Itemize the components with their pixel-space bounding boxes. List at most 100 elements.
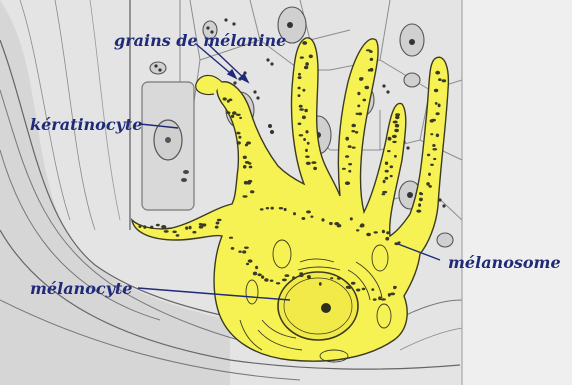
melanosome-granule (357, 105, 360, 108)
melanosome-granule (395, 116, 400, 120)
melanosome-granule (243, 165, 247, 169)
melanosome-granule (293, 212, 296, 215)
melanosome-granule (416, 210, 421, 213)
melanosome-granule (330, 277, 333, 279)
melanosome-granule (172, 231, 176, 234)
melanosome-granule (299, 105, 303, 108)
melanosome-granule (306, 210, 311, 213)
melanosome-granule (436, 112, 440, 115)
melanosome-granule (189, 226, 192, 230)
melanosome-granule (387, 150, 391, 152)
melanosome-granule (385, 162, 388, 165)
melanosome-granule (292, 276, 295, 279)
melanosome-granule (390, 293, 395, 296)
melanosome-granule (394, 155, 397, 158)
melanosome-granule (365, 86, 370, 89)
melanosome-granule (298, 123, 302, 126)
label-grains-de-melanine: grains de mélanine (114, 31, 286, 50)
melanosome-granule (236, 114, 241, 116)
melanosome-granule (242, 250, 246, 253)
melanosome-granule (248, 259, 253, 262)
melanosome-granule (231, 247, 235, 250)
melanosome-granule (264, 278, 268, 281)
melanosome-granule (202, 223, 206, 226)
melanosome-granule (298, 76, 302, 79)
melanosome-granule (245, 161, 250, 164)
melanosome-granule (279, 207, 283, 209)
melanosome-granule (216, 222, 220, 225)
melanosome-granule (374, 231, 378, 233)
melanosome-granule (285, 274, 290, 277)
melanosome-granule (304, 66, 308, 69)
melanosome-granule (356, 113, 359, 115)
melanosome-granule (390, 165, 394, 168)
melanosome-granule (238, 136, 241, 139)
melanosome-granule (238, 251, 241, 253)
melanosome-granule (345, 181, 350, 185)
melanosome-granule (356, 289, 360, 292)
melanosome-granule (302, 41, 307, 45)
melanosome-granule (311, 161, 316, 164)
melanosome-granule (261, 275, 264, 278)
melanosome-granule (305, 62, 309, 66)
melanosome-granule (430, 164, 434, 166)
melanosome-granule (360, 77, 364, 79)
melanosome-granule (192, 231, 196, 234)
melanosome-granule (284, 208, 287, 211)
melanosome-granule (348, 145, 352, 148)
melanosome-granule (299, 272, 303, 274)
melanosome-granule (309, 55, 313, 59)
melanosome-granule (185, 226, 188, 229)
melanosome-granule (348, 170, 351, 173)
melanosome-granule (176, 234, 180, 237)
melanosome-granule (381, 298, 386, 300)
melanosome-granule (433, 158, 436, 160)
melanosome-granule (419, 192, 422, 195)
label-keratinocyte: kératinocyte (30, 115, 142, 134)
melanosome-granule (362, 288, 366, 291)
melanosome-granule (430, 133, 433, 135)
melanosome-granule (385, 237, 389, 241)
melanosome-granule (366, 233, 371, 236)
melanosome-granule (429, 185, 432, 188)
melanosome-granule (299, 134, 304, 136)
melanosome-granule (150, 226, 153, 229)
label-melanocyte: mélanocyte (30, 279, 132, 298)
melanosome-granule (231, 115, 234, 118)
melanosome-granule (386, 231, 389, 234)
melanosome-granule (138, 225, 141, 228)
melanosome-granule (319, 282, 322, 286)
melanosome-granule (350, 217, 353, 220)
melanosome-granule (430, 119, 434, 122)
melanosome-granule (438, 104, 441, 108)
melanosome-granule (418, 203, 421, 207)
melanosome-granule (436, 134, 439, 138)
melanosome-granule (345, 137, 349, 141)
melanosome-granule (394, 286, 397, 289)
melanosome-granule (382, 191, 387, 193)
melanosome-granule (228, 99, 232, 102)
melanosome-granule (385, 177, 389, 180)
melanosome-granule (307, 142, 310, 145)
melanosome-granule (426, 182, 430, 186)
melanosome-granule (164, 230, 169, 233)
melanosome-granule (427, 154, 430, 157)
melanosome-granule (266, 207, 269, 209)
melanosome-granule (363, 99, 367, 102)
melanosome-granule (435, 71, 440, 75)
melanosome-granule (143, 225, 146, 229)
melanosome-granule (348, 163, 352, 165)
melanosome-granule (282, 279, 287, 282)
melanosome-granule (390, 175, 393, 177)
melanosome-granule (382, 193, 386, 195)
melanosome-granule (253, 272, 257, 276)
melanosome-granule (337, 277, 341, 280)
melanosome-granule (369, 50, 373, 53)
melanosome-granule (260, 208, 264, 210)
melanosome-granule (239, 117, 242, 119)
melanosome-granule (298, 73, 301, 76)
melanosome-granule (442, 79, 447, 82)
melanosome-granule (276, 282, 280, 284)
melanosome-granule (358, 112, 362, 115)
melanosome-granule (243, 156, 247, 159)
